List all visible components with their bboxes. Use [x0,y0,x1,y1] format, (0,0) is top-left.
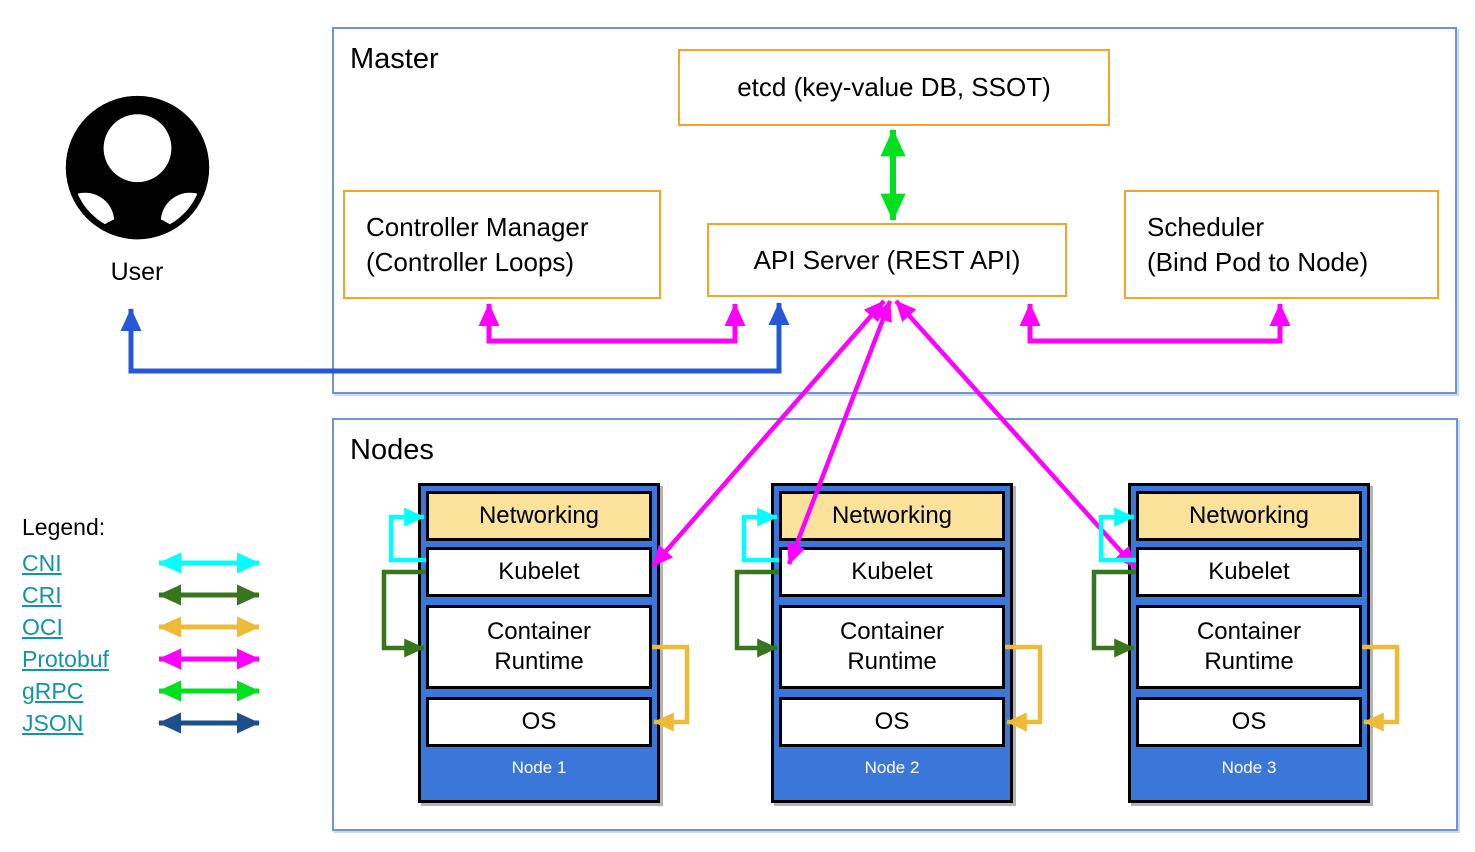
user-label: User [110,258,164,286]
etcd-box: etcd (key-value DB, SSOT) [678,49,1110,126]
node3-kubelet-layer: Kubelet [1136,547,1362,597]
legend-row-protobuf: Protobuf [22,643,274,675]
master-title: Master [350,43,439,75]
scheduler-line2: (Bind Pod to Node) [1147,246,1369,277]
legend-link-grpc[interactable]: gRPC [22,677,84,704]
nodes-title: Nodes [350,434,434,466]
scheduler-line1: Scheduler [1147,211,1265,242]
cni-arrow-sample [158,552,260,574]
node3-label: Node 3 [1221,758,1277,777]
legend-title: Legend: [22,514,106,540]
protobuf-arrow-sample [158,648,260,670]
json-arrow-sample [158,712,260,734]
node3-networking-layer: Networking [1136,491,1362,541]
node3-os-layer: OS [1136,697,1362,747]
node2-kubelet-layer: Kubelet [779,547,1005,597]
legend-row-oci: OCI [22,611,274,643]
user-icon [65,95,209,240]
api-server-box: API Server (REST API) [707,223,1067,297]
legend-link-cni[interactable]: CNI [22,549,62,576]
legend-link-json[interactable]: JSON [22,709,84,736]
node2-os-layer: OS [779,697,1005,747]
node2-networking-layer: Networking [779,491,1005,541]
node-1: Networking Kubelet Container Runtime OS … [418,483,660,803]
legend-row-cni: CNI [22,547,274,579]
controller-manager-line1: Controller Manager [366,211,589,242]
node1-kubelet-layer: Kubelet [426,547,652,597]
controller-manager-line2: (Controller Loops) [366,246,575,277]
node1-networking-layer: Networking [426,491,652,541]
legend: Legend: CNI CRI OCI Protobuf gRPC JSON [22,514,274,739]
grpc-arrow-sample [158,680,260,702]
node1-os-layer: OS [426,697,652,747]
cri-arrow-sample [158,584,260,606]
node-3: Networking Kubelet Container Runtime OS … [1128,483,1370,803]
scheduler-box: Scheduler (Bind Pod to Node) [1124,190,1439,299]
oci-arrow-sample [158,616,260,638]
node2-container-runtime-layer: Container Runtime [779,605,1005,689]
user-figure: User [57,92,217,287]
node-2: Networking Kubelet Container Runtime OS … [771,483,1013,803]
legend-link-cri[interactable]: CRI [22,581,62,608]
legend-link-oci[interactable]: OCI [22,613,63,640]
node1-container-runtime-layer: Container Runtime [426,605,652,689]
legend-row-grpc: gRPC [22,675,274,707]
node1-label: Node 1 [511,758,567,777]
node2-label: Node 2 [864,758,920,777]
legend-row-json: JSON [22,707,274,739]
controller-manager-box: Controller Manager (Controller Loops) [343,190,661,299]
node3-container-runtime-layer: Container Runtime [1136,605,1362,689]
legend-link-protobuf[interactable]: Protobuf [22,645,109,672]
legend-row-cri: CRI [22,579,274,611]
